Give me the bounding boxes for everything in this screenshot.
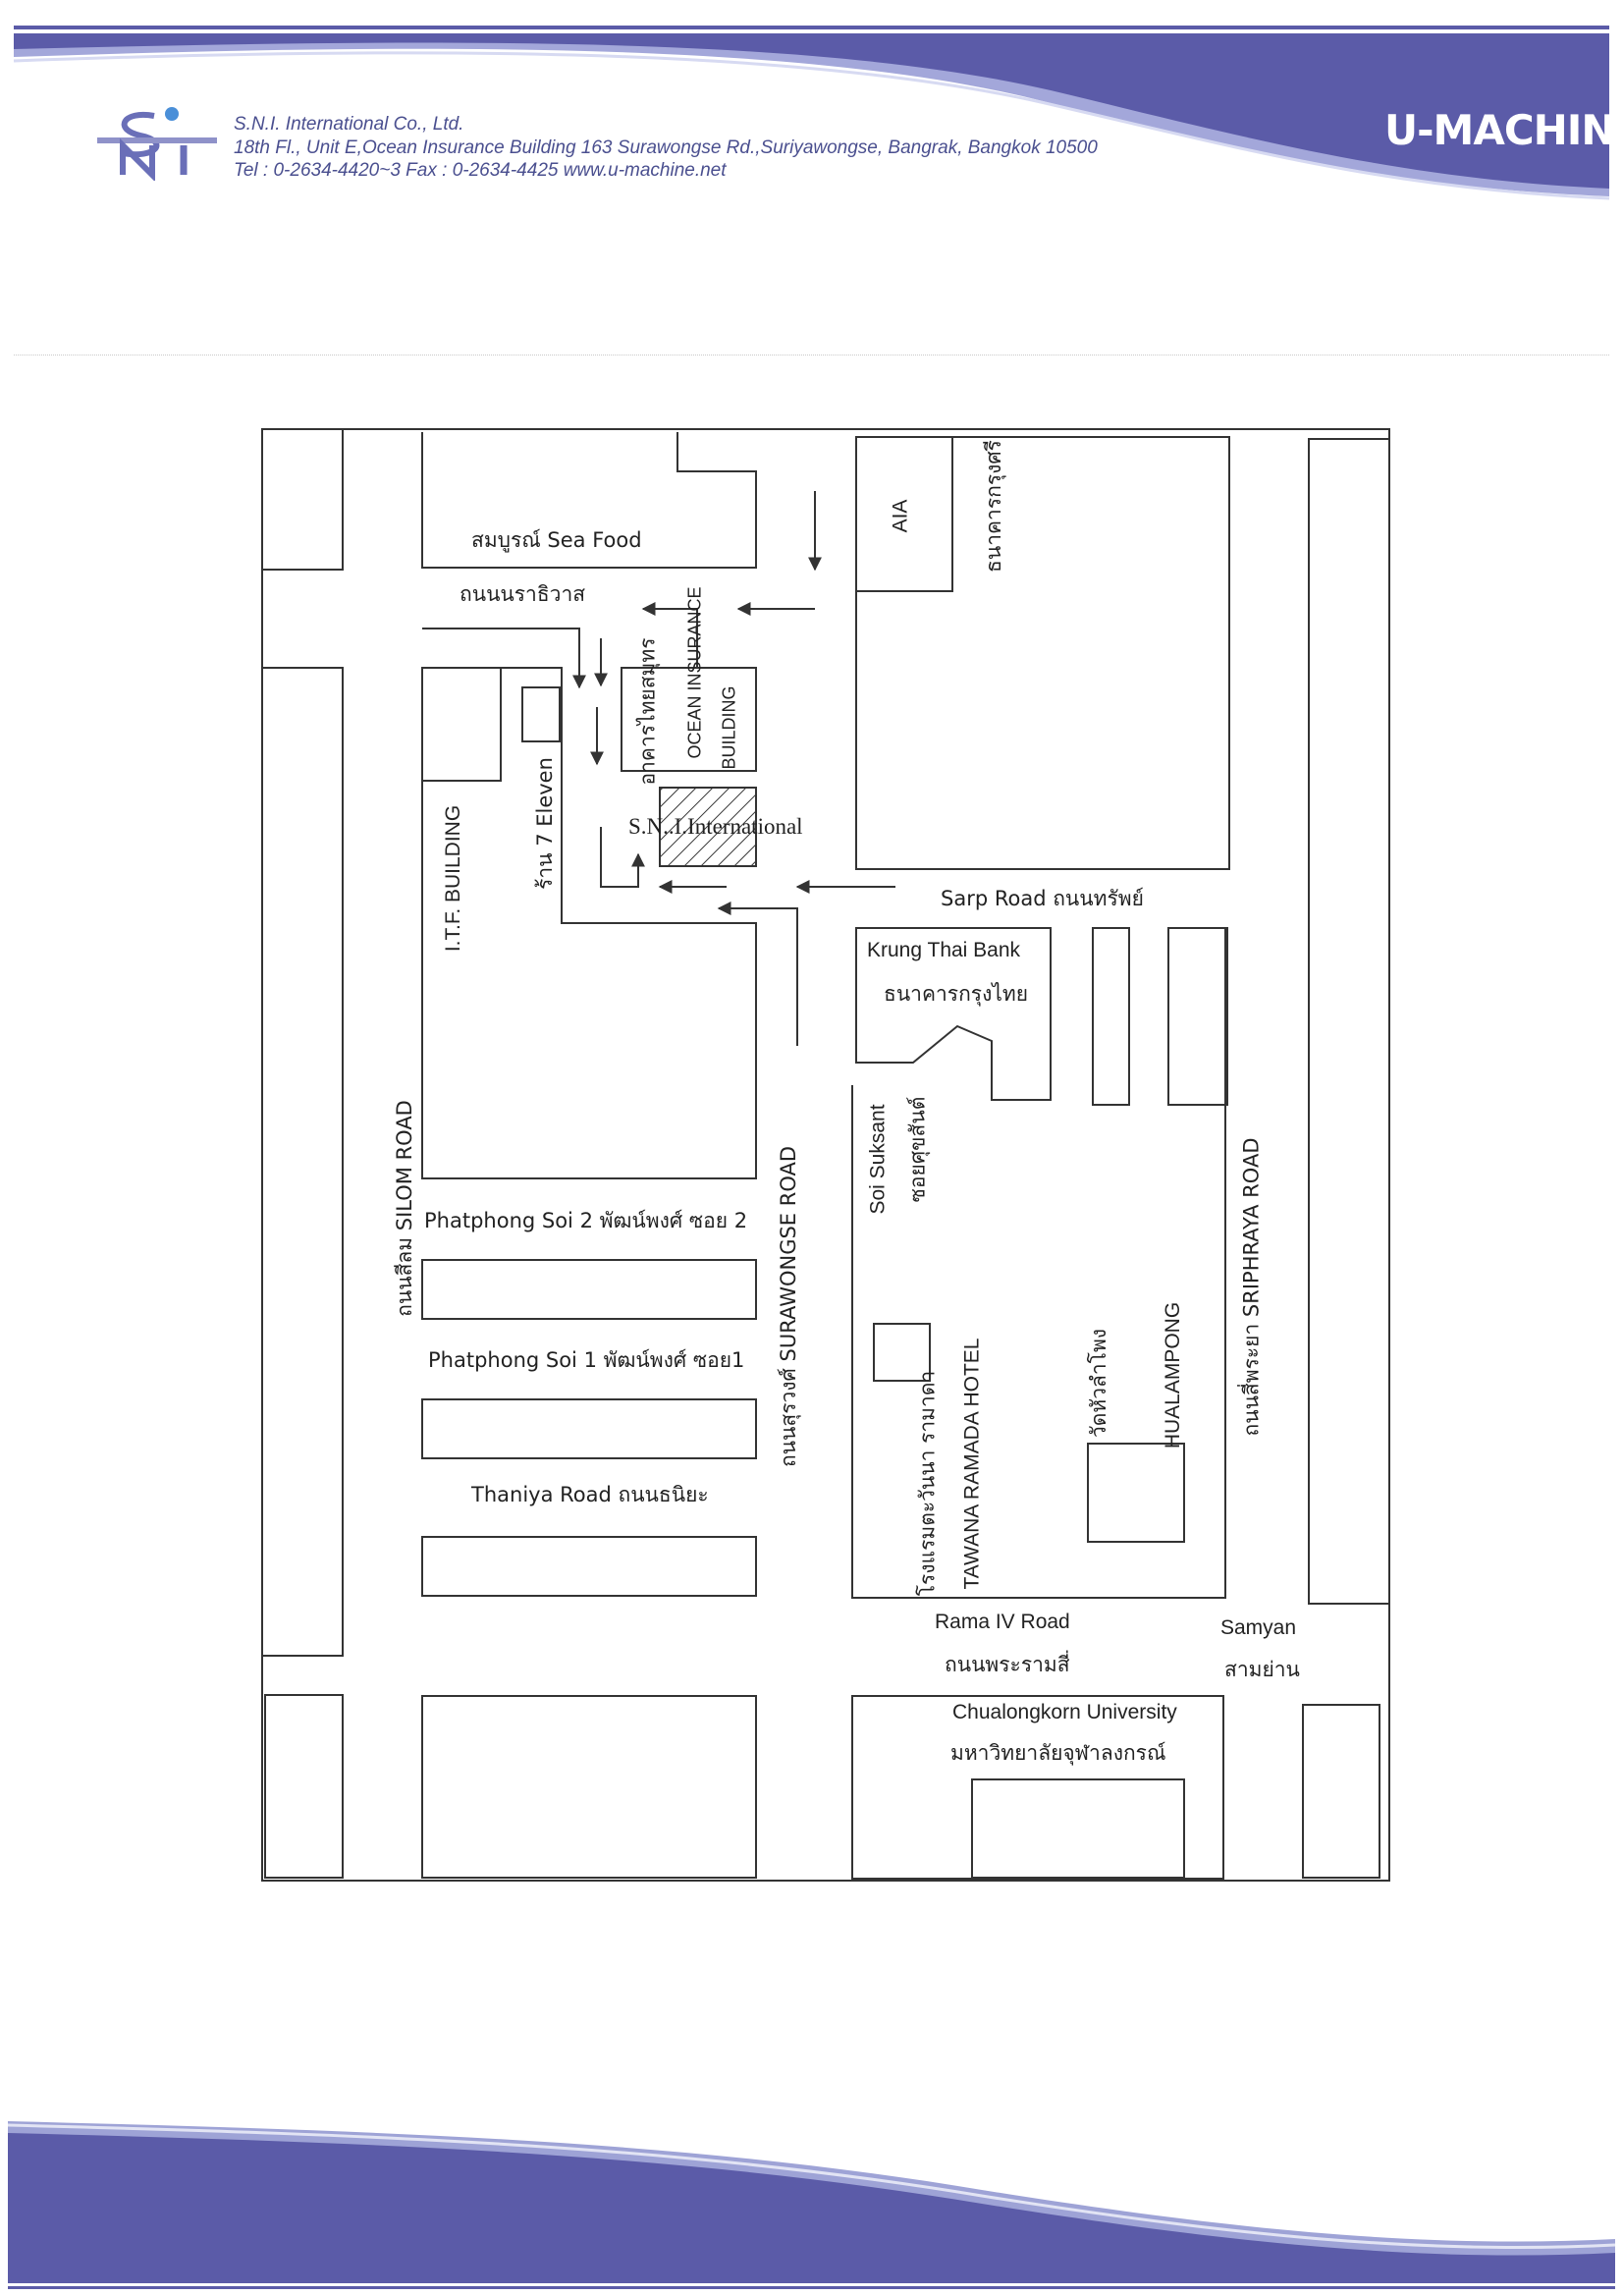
label-chulalongkorn-th: มหาวิทยาลัยจุฬาลงกรณ์	[950, 1741, 1166, 1765]
arrow-down-2	[422, 628, 586, 689]
footer-bottom-rule	[8, 2286, 1615, 2289]
label-seafood: สมบูรณ์ Sea Food	[471, 528, 642, 552]
label-ramada-en: TAWANA RAMADA HOTEL	[960, 1338, 984, 1590]
block-strip-2	[1167, 927, 1228, 1106]
arrow-left-2	[641, 602, 698, 668]
block-hualampong	[1087, 1443, 1185, 1543]
block-krung-thai-bank	[855, 927, 1052, 1101]
block-ocean-building	[621, 667, 757, 772]
block-small-square	[873, 1323, 931, 1382]
block-thaniya	[421, 1536, 757, 1597]
label-sni-international: S.N..I.International	[628, 814, 803, 839]
label-thaniya-road: Thaniya Road ถนนธนิยะ	[471, 1483, 709, 1506]
block-patpong-2	[421, 1259, 757, 1320]
logo-n	[120, 137, 155, 181]
company-address: 18th Fl., Unit E,Ocean Insurance Buildin…	[234, 137, 1098, 158]
label-phatphong-soi-1: Phatphong Soi 1 พัฒน์พงศ์ ซอย1	[428, 1348, 745, 1372]
header-wave-dark	[14, 33, 1609, 189]
label-wat-hualampong: วัดหัวลำโพง	[1087, 1328, 1111, 1439]
label-aia: AIA	[889, 499, 912, 533]
header-wave-band	[13, 26, 1610, 200]
label-itf-building: I.T.F. BUILDING	[442, 804, 465, 953]
block-chula-inner	[971, 1778, 1185, 1879]
block-left-top	[261, 428, 344, 571]
footer-wave-shine	[7, 2123, 1616, 2250]
block-left-middle	[261, 667, 344, 1657]
arrow-up-1	[600, 827, 645, 888]
block-right-top	[1308, 438, 1390, 1605]
label-ocean-en: OCEAN INSURANCE	[684, 586, 705, 759]
block-right-bottom	[1302, 1704, 1380, 1879]
block-ramada	[851, 928, 1226, 1599]
label-rama-iv-en: Rama IV Road	[935, 1611, 1070, 1633]
block-strip-1	[1092, 927, 1130, 1106]
header-wave-shine	[13, 51, 1610, 200]
block-patpong-1	[421, 1398, 757, 1459]
block-lower-middle	[421, 1695, 757, 1879]
label-soi-suksant-en: Soi Suksant	[866, 1104, 890, 1215]
label-building: BUILDING	[719, 685, 739, 770]
label-silom-road: ถนนสีลม SILOM ROAD	[392, 1100, 416, 1317]
label-naradhiwas: ถนนนราธิวาส	[460, 582, 586, 606]
label-ramada-th: โรงแรมตะวันนา รามาดา	[915, 1370, 940, 1597]
block-sni-office	[659, 787, 757, 867]
label-samyan-en: Samyan	[1220, 1616, 1297, 1639]
label-sriphraya-road: ถนนสี่พระยา SRIPHRAYA ROAD	[1239, 1137, 1264, 1437]
footer-wave-dark	[8, 2133, 1615, 2283]
arrow-left-5	[717, 902, 798, 1046]
label-ocean-th: อาคารไทยสมุทร	[635, 637, 660, 786]
label-phatphong-soi-2: Phatphong Soi 2 พัฒน์พงศ์ ซอย 2	[424, 1209, 748, 1232]
label-chulalongkorn-en: Chualongkorn University	[952, 1701, 1177, 1723]
label-seven-eleven: ร้าน 7 Eleven	[532, 757, 557, 890]
footer-wave-band	[7, 2121, 1616, 2289]
logo-s	[121, 111, 160, 158]
label-hualampong: HUALAMPONG	[1162, 1301, 1185, 1449]
logo-dot	[165, 107, 179, 121]
company-contact: Tel : 0-2634-4420~3 Fax : 0-2634-4425 ww…	[234, 160, 727, 181]
label-soi-suksant-th: ซอยศุขสันต์	[905, 1096, 930, 1203]
block-seafood	[421, 432, 757, 569]
block-aia	[855, 436, 953, 592]
label-surawongse-road: ถนนสุรวงศ์ SURAWONGSE ROAD	[777, 1145, 801, 1468]
label-krung-thai-bank-en: Krung Thai Bank	[867, 939, 1021, 961]
block-itf	[421, 667, 757, 1179]
header-top-rule	[14, 26, 1609, 29]
block-seven-eleven	[521, 686, 561, 742]
block-itf-corner	[421, 667, 502, 782]
block-left-bottom	[264, 1694, 344, 1879]
sni-logo	[97, 107, 217, 181]
label-krungsri: ธนาคารกรุงศรี	[981, 440, 1005, 573]
label-rama-iv-th: ถนนพระรามสี่	[945, 1653, 1070, 1676]
logo-bar	[97, 137, 217, 143]
label-samyan-th: สามย่าน	[1224, 1658, 1300, 1681]
label-sarp-road: Sarp Road ถนนทรัพย์	[941, 887, 1144, 910]
company-name: S.N.I. International Co., Ltd.	[234, 114, 464, 135]
block-krungsri	[855, 436, 1230, 870]
map-frame	[261, 428, 1390, 1882]
label-krung-thai-bank-th: ธนาคารกรุงไทย	[884, 982, 1029, 1006]
